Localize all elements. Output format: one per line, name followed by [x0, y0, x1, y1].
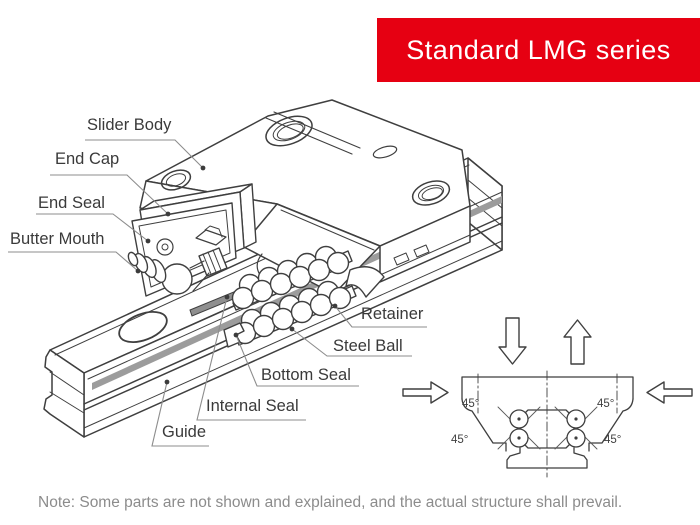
leader-steel-ball [291, 328, 412, 357]
up-arrow-icon [563, 319, 592, 365]
slider-thread-hole-left [160, 169, 192, 191]
end-cap-assembly [127, 183, 257, 297]
label-end-cap: End Cap [55, 150, 120, 168]
right-arrow-icon [402, 381, 449, 404]
leader-guide [151, 381, 209, 447]
label-slider-body: Slider Body [87, 116, 172, 134]
slider-thread-hole-right [411, 180, 451, 206]
footnote: Note: Some parts are not shown and expla… [38, 494, 623, 511]
down-arrow-icon [498, 317, 527, 365]
butter-mouth-part [127, 247, 228, 295]
angle-label-upper-right: 45° [597, 398, 615, 410]
leader-butter-mouth [8, 251, 139, 272]
slider-slot [372, 145, 398, 159]
label-guide: Guide [162, 423, 207, 441]
label-internal-seal: Internal Seal [206, 397, 299, 415]
leader-internal-seal [196, 296, 306, 421]
leader-lines [8, 139, 427, 447]
slider-thread-hole-middle [265, 115, 313, 147]
label-steel-ball: Steel Ball [333, 337, 403, 355]
leader-dots [135, 165, 338, 385]
rail-mounting-hole [118, 311, 168, 343]
leader-end-seal [36, 213, 149, 242]
series-banner-title: Standard LMG series [406, 34, 671, 65]
left-arrow-icon [646, 381, 693, 404]
label-retainer: Retainer [361, 305, 424, 323]
leader-end-cap [50, 174, 169, 215]
cross-section-diagram [402, 317, 693, 478]
label-bottom-seal: Bottom Seal [261, 366, 351, 384]
section-balls [509, 409, 586, 448]
angle-label-upper-left: 45° [462, 398, 480, 410]
angle-label-lower-left: 45° [451, 434, 469, 446]
label-end-seal: End Seal [38, 194, 105, 212]
angle-label-lower-right: 45° [604, 434, 622, 446]
leader-bottom-seal [235, 334, 359, 387]
label-butter-mouth: Butter Mouth [10, 230, 105, 248]
leader-slider-body [85, 139, 204, 169]
series-banner: Standard LMG series [377, 18, 700, 82]
leader-retainer [334, 305, 427, 328]
slider-body-block [139, 99, 471, 295]
